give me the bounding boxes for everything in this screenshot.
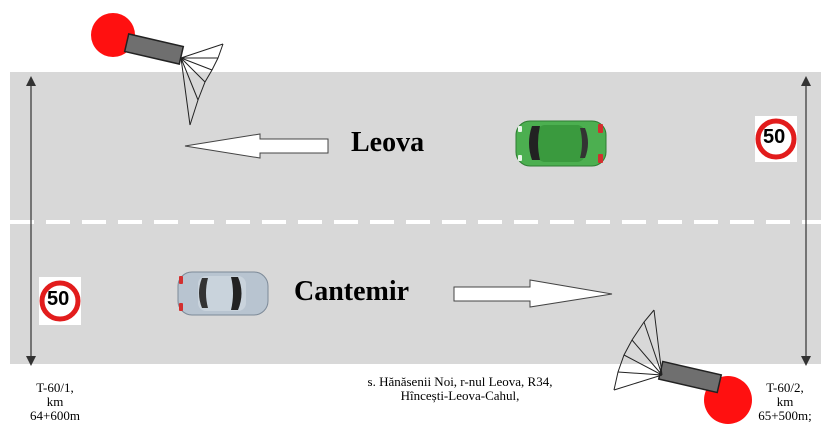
lower-direction-label: Cantemir bbox=[294, 276, 410, 307]
start-marker-line2: km bbox=[46, 394, 64, 409]
speed-limit-sign-left bbox=[39, 277, 81, 325]
end-marker-line1: T-60/2, bbox=[766, 380, 804, 395]
location-label: s. Hănăsenii Noi, r-nul Leova, R34, Hînc… bbox=[330, 375, 590, 403]
speed-camera-icon-top bbox=[91, 13, 224, 126]
speed-camera-icon-bottom bbox=[613, 309, 752, 424]
location-line2: Hîncești-Leova-Cahul, bbox=[400, 388, 520, 403]
end-marker-line2: km bbox=[776, 394, 794, 409]
gray-car-icon bbox=[177, 271, 269, 316]
end-marker-line3: 65+500m; bbox=[758, 408, 812, 423]
arrow-right-icon bbox=[453, 279, 613, 308]
arrow-left-icon bbox=[184, 133, 329, 159]
road-surface bbox=[10, 72, 821, 364]
section-end-line bbox=[801, 76, 811, 366]
green-car-icon bbox=[515, 120, 607, 167]
upper-direction-label: Leova bbox=[351, 127, 425, 158]
speed-limit-value-right: 50 bbox=[763, 126, 786, 148]
section-start-line bbox=[26, 76, 36, 366]
start-marker-line3: 64+600m bbox=[30, 408, 80, 423]
start-marker-label: T-60/1, km 64+600m bbox=[24, 381, 86, 423]
end-marker-label: T-60/2, km 65+500m; bbox=[752, 381, 818, 423]
start-marker-line1: T-60/1, bbox=[36, 380, 74, 395]
location-line1: s. Hănăsenii Noi, r-nul Leova, R34, bbox=[367, 374, 553, 389]
speed-limit-sign-right bbox=[755, 116, 797, 162]
speed-limit-value-left: 50 bbox=[47, 288, 70, 310]
